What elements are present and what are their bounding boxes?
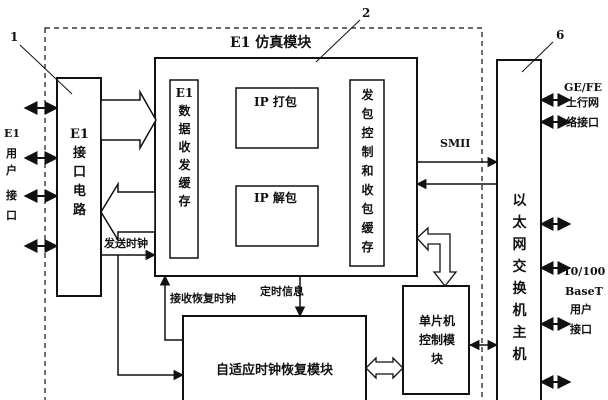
clock-recovery-box — [182, 315, 367, 400]
e1-user-port-label-4: 接 — [6, 189, 17, 202]
send-clock-label: 发送时钟 — [104, 237, 148, 250]
ip-pack-box — [235, 87, 319, 149]
ip-unpack-box — [235, 185, 319, 247]
ethernet-switch-box — [496, 59, 542, 400]
emulation-module-boundary — [44, 27, 483, 400]
ip-unpack-label: IP 解包 — [254, 191, 297, 205]
hollow-arrow-left — [100, 181, 156, 243]
callout-6: 6 — [556, 28, 565, 42]
mcu-label: 单片机控制模块 — [418, 314, 455, 366]
uplink-port-label-2: 上行网 — [566, 96, 599, 109]
ethernet-switch-label: 以太网交换机主机 — [512, 193, 527, 363]
uplink-port-label-3: 络接口 — [566, 116, 599, 129]
mcu-box — [402, 285, 470, 395]
packet-buffer-box — [349, 79, 385, 267]
user-port-label-2: BaseT — [565, 285, 603, 298]
callout-2: 2 — [362, 6, 371, 20]
user-port-label-3: 用户 — [570, 303, 592, 316]
uplink-port-label-1: GE/FE — [564, 81, 602, 94]
callout-2-leader — [315, 19, 361, 63]
recv-clock-label: 接收恢复时钟 — [170, 292, 236, 305]
e1-user-port-label-5: 口 — [6, 209, 17, 222]
ip-pack-label: IP 打包 — [254, 95, 297, 109]
smii-label: SMII — [440, 137, 471, 150]
e1-interface-label: E1接口电路 — [70, 127, 89, 218]
e1-buffer-box — [169, 79, 199, 259]
e1-interface-box — [56, 77, 102, 297]
recv-clock-line — [159, 274, 183, 341]
hollow-arrow-right — [100, 89, 157, 151]
user-port-label-1: 10/100 — [563, 265, 606, 278]
e1-user-port-label-3: 户 — [6, 164, 17, 177]
user-port-label-4: 接口 — [570, 323, 592, 336]
e1-user-port-label-1: E1 — [4, 127, 21, 140]
packet-buffer-label: 发包控制和收包缓存 — [361, 88, 374, 254]
emulation-mcu-bent-arrow — [416, 226, 458, 288]
e1-user-port-label-2: 用 — [6, 147, 17, 160]
clock-recovery-label: 自适应时钟恢复模块 — [216, 363, 334, 378]
timing-info-label: 定时信息 — [260, 285, 304, 298]
e1-buffer-label: E1数据收发缓存 — [175, 86, 194, 208]
clock-mcu-hollow-arrow — [365, 356, 404, 380]
send-clock-to-recovery — [117, 255, 185, 381]
module-title: E1 仿真模块 — [230, 35, 312, 51]
callout-1: 1 — [10, 30, 19, 44]
callout-1-leader — [19, 44, 73, 95]
callout-6-leader — [521, 41, 554, 73]
